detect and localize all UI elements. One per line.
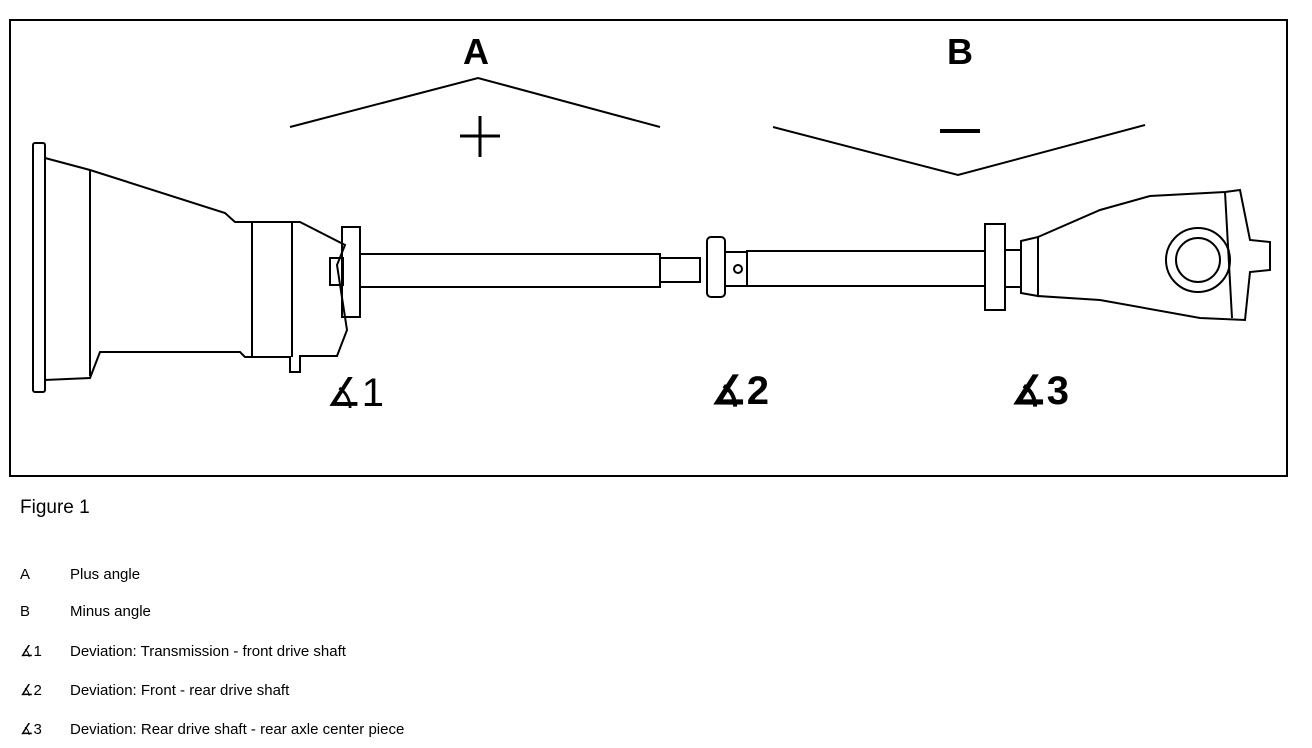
legend-item: B Minus angle	[20, 603, 151, 620]
legend-item: ∡3 Deviation: Rear drive shaft - rear axl…	[20, 720, 404, 738]
legend-item: ∡1 Deviation: Transmission - front drive …	[20, 642, 346, 660]
label-b: B	[947, 31, 973, 72]
legend-text: Plus angle	[70, 566, 141, 583]
minus-angle-line	[772, 124, 1146, 177]
legend-key: ∡1	[20, 643, 42, 660]
legend-key: A	[20, 566, 31, 583]
angle-label-3: ∡3	[1011, 369, 1069, 413]
legend-text: Deviation: Transmission - front drive sh…	[70, 643, 346, 660]
drive-shaft-diagram: A B ∡1 ∡2 ∡3	[9, 19, 1288, 477]
flange-1	[341, 226, 361, 318]
center-joint	[706, 236, 748, 298]
angle-label-2: ∡2	[711, 369, 769, 413]
legend-item: A Plus angle	[20, 566, 140, 583]
transmission	[32, 142, 349, 393]
flange-3	[984, 223, 1006, 311]
legend-item: ∡2 Deviation: Front - rear drive shaft	[20, 681, 289, 699]
legend-key: B	[20, 603, 31, 620]
legend-key: ∡3	[20, 721, 42, 738]
plus-sign-icon	[460, 116, 500, 157]
angle-label-1: ∡1	[326, 371, 384, 415]
legend-text: Deviation: Rear drive shaft - rear axle …	[70, 721, 405, 738]
plus-angle-line	[289, 76, 661, 128]
label-a: A	[463, 31, 489, 72]
legend-key: ∡2	[20, 682, 42, 699]
figure-frame	[9, 19, 1288, 477]
figure-caption: Figure 1	[20, 497, 90, 518]
rear-drive-shaft	[746, 250, 986, 287]
legend-text: Minus angle	[70, 603, 151, 620]
legend-text: Deviation: Front - rear drive shaft	[70, 682, 290, 699]
front-drive-shaft	[359, 253, 701, 288]
rear-axle-center-piece	[1004, 188, 1271, 322]
